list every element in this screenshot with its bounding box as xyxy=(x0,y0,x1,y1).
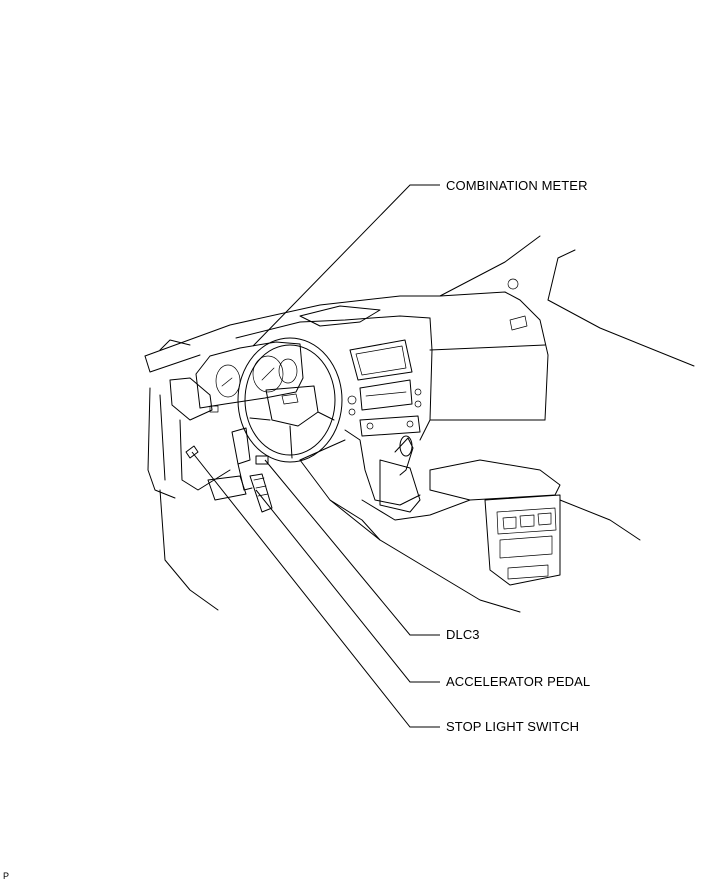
floor-outline xyxy=(299,439,521,613)
label-dlc3: DLC3 xyxy=(446,627,480,642)
label-accelerator-pedal: ACCELERATOR PEDAL xyxy=(446,674,591,689)
leader-lines xyxy=(191,184,440,728)
left-panel-outline xyxy=(147,377,247,611)
windshield-outline xyxy=(439,235,695,367)
combination-meter-cluster xyxy=(195,341,304,413)
dashboard-outline xyxy=(144,278,549,441)
leader-stop-light-switch xyxy=(191,451,440,728)
steering-wheel xyxy=(237,337,343,463)
leader-dlc3 xyxy=(264,459,440,636)
label-stop-light-switch: STOP LIGHT SWITCH xyxy=(446,719,580,734)
label-combination-meter: COMBINATION METER xyxy=(446,178,588,193)
center-console xyxy=(361,435,641,586)
leader-accelerator-pedal xyxy=(255,489,440,683)
pedal-assembly xyxy=(185,427,273,513)
leader-combination-meter xyxy=(252,184,440,347)
center-stack xyxy=(344,339,422,506)
corner-code: P xyxy=(3,871,10,881)
